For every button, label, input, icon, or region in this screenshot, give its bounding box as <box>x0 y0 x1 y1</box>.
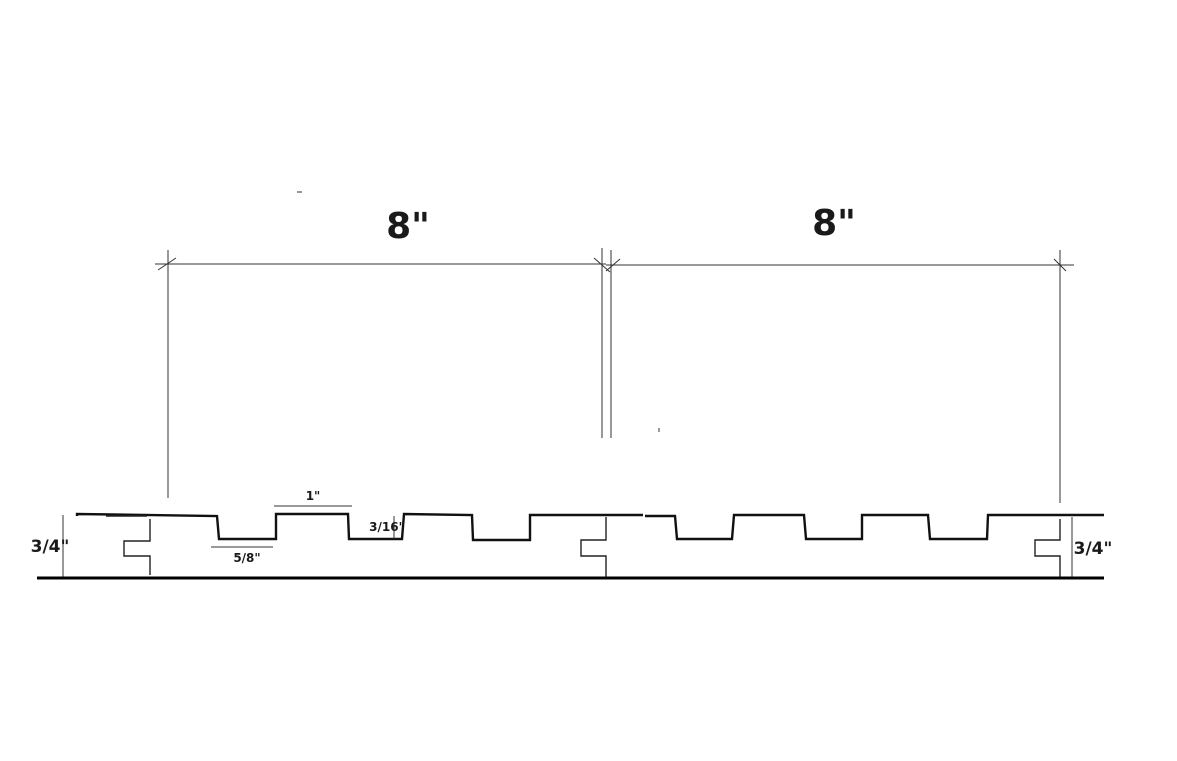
width-dimension-left <box>155 248 611 498</box>
left-joint <box>123 519 151 575</box>
width-label-left: 8" <box>386 206 430 247</box>
middle-joint <box>580 517 607 578</box>
tick-mark <box>605 258 621 272</box>
thickness-label-left: 3/4" <box>31 537 70 557</box>
board-profile <box>37 512 1104 580</box>
width-label-right: 8" <box>812 203 856 244</box>
groove-depth-label: 3/16" <box>369 520 405 534</box>
width-dimension-right <box>605 250 1074 503</box>
thickness-label-right: 3/4" <box>1074 539 1113 559</box>
right-joint <box>1034 519 1061 578</box>
profile-top-edge <box>645 513 1104 541</box>
tongue-width-label: 1" <box>306 489 321 503</box>
tick-mark <box>157 257 177 271</box>
profile-top-edge <box>75 512 643 542</box>
groove-width-label: 5/8" <box>233 551 260 565</box>
